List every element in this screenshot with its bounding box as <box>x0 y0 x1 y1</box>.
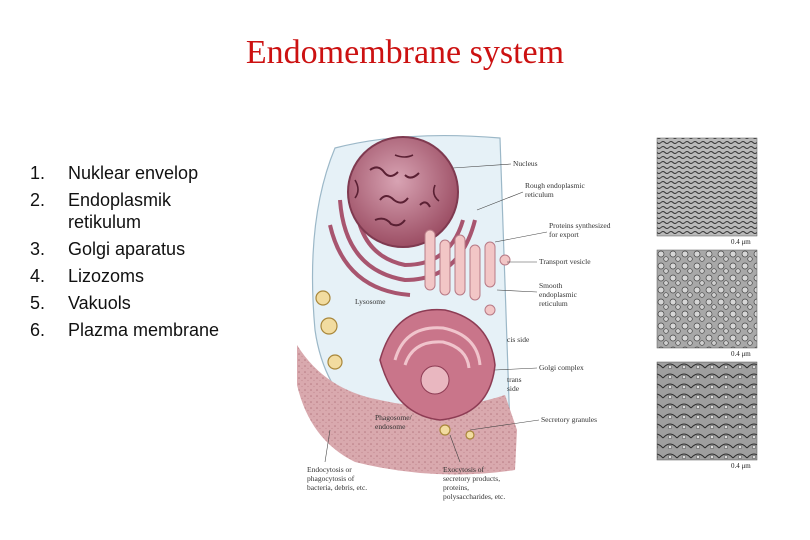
list-number: 4. <box>30 265 68 287</box>
label-rough-er-2: reticulum <box>525 190 554 199</box>
scale-label: 0.4 μm <box>731 462 751 470</box>
label-rough-er: Rough endoplasmic <box>525 181 585 190</box>
label-endocytosis: Endocytosis or <box>307 465 352 474</box>
list-text: Plazma membrane <box>68 319 248 341</box>
list-item: 5.Vakuols <box>30 292 248 314</box>
label-cis: cis side <box>507 335 530 344</box>
label-trans: trans <box>507 375 522 384</box>
list-text: Endoplasmik retikulum <box>68 189 248 233</box>
list-item: 1.Nuklear envelop <box>30 162 248 184</box>
list-item: 2.Endoplasmik retikulum <box>30 189 248 233</box>
list-number: 1. <box>30 162 68 184</box>
label-exocytosis-2: secretory products, <box>443 474 500 483</box>
micrograph-rough-er: 0.4 μm <box>657 138 757 246</box>
label-smooth-er-2: endoplasmic <box>539 290 578 299</box>
label-golgi: Golgi complex <box>539 363 584 372</box>
scale-label: 0.4 μm <box>731 350 751 358</box>
list-number: 2. <box>30 189 68 233</box>
label-exocytosis-3: proteins, <box>443 483 469 492</box>
micrograph-golgi: 0.4 μm <box>657 362 757 470</box>
list-text: Vakuols <box>68 292 248 314</box>
list-number: 5. <box>30 292 68 314</box>
scale-label: 0.4 μm <box>731 238 751 246</box>
label-exocytosis: Exocytosis of <box>443 465 485 474</box>
label-phagosome-2: endosome <box>375 422 406 431</box>
label-proteins-2: for export <box>549 230 580 239</box>
label-endocytosis-3: bacteria, debris, etc. <box>307 483 367 492</box>
label-proteins: Proteins synthesized <box>549 221 611 230</box>
label-phagosome: Phagosome/ <box>375 413 413 422</box>
label-lysosome: Lysosome <box>355 297 386 306</box>
list-item: 6.Plazma membrane <box>30 319 248 341</box>
nucleus <box>348 137 458 247</box>
page-title: Endomembrane system <box>0 34 810 72</box>
label-endocytosis-2: phagocytosis of <box>307 474 355 483</box>
micrograph-smooth-er: 0.4 μm <box>657 250 757 358</box>
list-item: 3.Golgi aparatus <box>30 238 248 260</box>
label-smooth-er: Smooth <box>539 281 563 290</box>
label-transport: Transport vesicle <box>539 257 591 266</box>
list-number: 3. <box>30 238 68 260</box>
list-text: Nuklear envelop <box>68 162 248 184</box>
label-smooth-er-3: reticulum <box>539 299 568 308</box>
label-trans-2: side <box>507 384 520 393</box>
label-secretory: Secretory granules <box>541 415 597 424</box>
label-exocytosis-4: polysaccharides, etc. <box>443 492 505 501</box>
label-nucleus: Nucleus <box>513 159 538 168</box>
component-list: 1.Nuklear envelop 2.Endoplasmik retikulu… <box>30 162 248 346</box>
list-number: 6. <box>30 319 68 341</box>
cell-illustration: Nucleus Rough endoplasmic reticulum Prot… <box>285 130 805 535</box>
list-item: 4.Lizozoms <box>30 265 248 287</box>
list-text: Golgi aparatus <box>68 238 248 260</box>
list-text: Lizozoms <box>68 265 248 287</box>
